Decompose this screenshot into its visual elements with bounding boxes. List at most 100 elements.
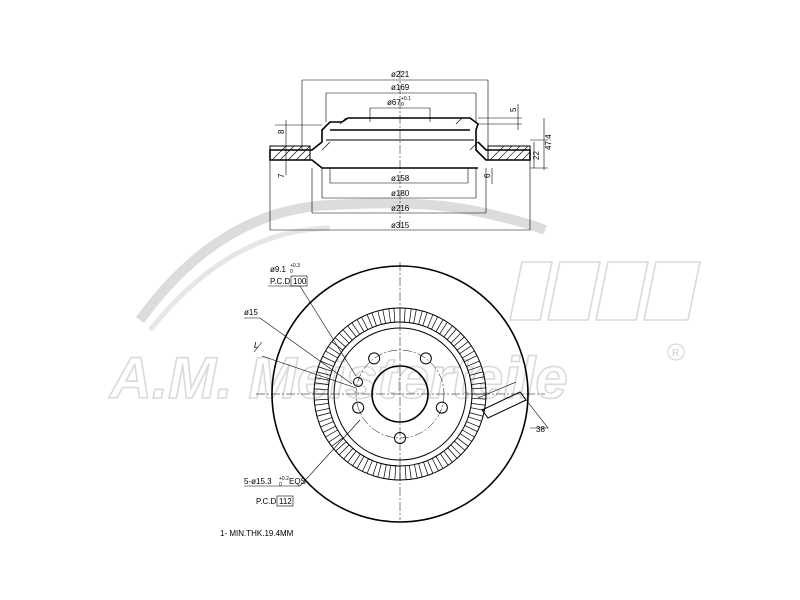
l-marker: L <box>254 341 258 350</box>
hat-hatch <box>321 117 479 151</box>
ventilation-vanes <box>313 307 487 481</box>
leader-38 <box>519 391 549 429</box>
vent-vane <box>318 417 334 428</box>
vent-vane <box>464 421 480 433</box>
vent-vane <box>461 350 478 363</box>
vent-vane <box>423 460 434 476</box>
vent-vane <box>352 453 365 469</box>
vent-vane <box>439 450 453 466</box>
vent-vane <box>435 319 448 335</box>
dim-67-tol-lower: 0 <box>401 102 404 108</box>
bolt-tol-lower: 0 <box>279 482 282 488</box>
wear-slot-guide <box>477 381 517 399</box>
vent-vane <box>372 461 382 478</box>
vent-vane <box>322 425 339 438</box>
bolt-holes <box>352 352 448 444</box>
bolt-hole <box>368 352 381 365</box>
dim-67: ø67 <box>387 98 401 107</box>
vent-vane <box>456 341 472 355</box>
vent-vane <box>366 312 377 328</box>
vent-vane <box>394 465 401 481</box>
vent-vane <box>431 455 444 472</box>
leader-l <box>261 355 357 389</box>
slot-width-label: 38 <box>536 425 545 434</box>
dim-7: 7 <box>277 173 286 178</box>
centre-bore <box>371 365 429 423</box>
registered-circle <box>667 343 685 361</box>
vent-vane <box>453 437 469 451</box>
pcd-small-value: 100 <box>293 277 307 286</box>
bolt-holes-label: 5-ø15.3 <box>244 477 272 486</box>
leader-bolt-holes <box>244 419 361 487</box>
bolt-eqs: EQS <box>289 477 306 486</box>
bolt-tol-upper: +0.2 <box>279 476 289 482</box>
hole-tol-upper: +0.3 <box>290 263 300 269</box>
vent-vane <box>450 332 465 347</box>
dim-216: ø216 <box>391 204 410 213</box>
front-view: ø9.1 +0.3 0 P.C.D 100 ø15 L 5-ø15.3 +0.2… <box>220 262 549 538</box>
min-thickness-note: 1- MIN.THK.19.4MM <box>220 529 294 538</box>
dim-67-tol-upper: +0.1 <box>401 96 411 102</box>
vent-vane <box>320 355 336 367</box>
vent-vane <box>418 310 428 327</box>
vent-vane <box>443 325 457 341</box>
vent-vane <box>314 377 330 385</box>
vent-vane <box>447 444 462 459</box>
dim-315: ø315 <box>391 221 410 230</box>
hole-label: ø9.1 <box>270 265 287 274</box>
locating-hole <box>353 377 363 387</box>
disc-outer-edge <box>271 265 529 523</box>
dim-5: 5 <box>509 107 518 112</box>
leader-phi15 <box>244 317 353 385</box>
bolt-hole <box>435 401 448 414</box>
vent-vane <box>356 316 369 333</box>
vent-vane <box>328 433 344 447</box>
pcd-large-value: 112 <box>279 497 292 506</box>
dim-22: 22 <box>532 151 541 160</box>
vent-vane <box>471 393 487 400</box>
dim-47-4: 47.4 <box>544 134 553 150</box>
vent-vane <box>399 307 406 323</box>
vent-vane <box>414 463 423 479</box>
vent-vane <box>316 366 333 376</box>
pcd-large-box <box>276 495 294 507</box>
vent-vane <box>338 329 353 344</box>
vent-vane <box>361 458 373 474</box>
vent-vane <box>313 388 329 395</box>
pcd-circle <box>355 349 445 439</box>
dim-8: 8 <box>277 129 286 134</box>
phi15-label: ø15 <box>244 308 258 317</box>
disc-hatch-left <box>269 145 311 161</box>
watermark-brand-text: A.M. Meisterteile <box>108 346 568 411</box>
hole-tol-lower: 0 <box>290 269 293 275</box>
vent-vane <box>404 465 412 481</box>
pcd-label-large: P.C.D <box>256 497 277 506</box>
dim-169: ø169 <box>391 83 410 92</box>
vent-vane <box>347 322 361 338</box>
vent-vane <box>377 309 386 325</box>
pcd-small-box <box>290 275 308 287</box>
vent-vane <box>325 346 341 359</box>
section-view: ø221 ø169 ø67 +0.1 0 ø158 ø180 ø216 ø315… <box>269 70 553 231</box>
dim-221: ø221 <box>391 70 410 79</box>
dim-180: ø180 <box>391 189 410 198</box>
vent-vane <box>467 412 484 422</box>
pcd-label-small: P.C.D <box>270 277 291 286</box>
hat-right-outline <box>330 117 531 161</box>
l-marker-tick <box>253 341 263 353</box>
vent-vane <box>471 382 487 390</box>
watermark: A.M. Meisterteile R <box>107 198 701 412</box>
vent-vane <box>459 429 475 442</box>
hat-left-outline <box>269 121 478 169</box>
vent-vane <box>388 307 396 323</box>
vent-vane <box>466 360 482 371</box>
vent-vane <box>313 398 329 406</box>
vent-vane <box>470 403 486 411</box>
watermark-stripes <box>509 261 701 321</box>
disc-hatch-right <box>487 145 531 161</box>
vent-vane <box>427 314 439 330</box>
vent-vane <box>343 447 357 463</box>
vent-vane <box>335 441 350 456</box>
